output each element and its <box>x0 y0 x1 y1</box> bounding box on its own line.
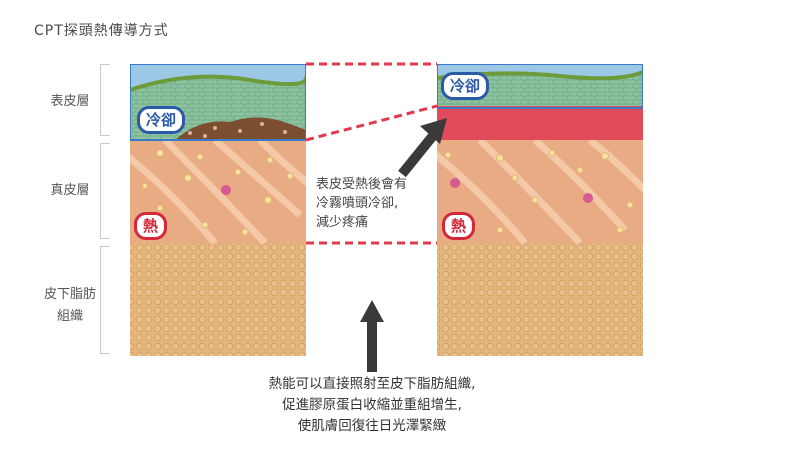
cooling-note-line1: 表皮受熱後會有 <box>316 177 408 192</box>
subcutaneous-label-line2: 組織 <box>56 309 83 324</box>
right-cool-badge: 冷卻 <box>441 72 490 100</box>
heat-caption-line1: 熱能可以直接照射至皮下脂肪組織, <box>268 376 476 392</box>
cooling-note-line2: 冷霧噴頭冷卻, <box>316 196 399 211</box>
diagonal-arrow-icon <box>398 118 447 178</box>
up-arrow-icon <box>360 300 384 372</box>
subcutaneous-bracket <box>100 246 110 354</box>
left-fat-layer <box>130 243 306 356</box>
right-fat-layer <box>437 243 643 356</box>
left-dermis-dots <box>142 149 294 236</box>
right-skin-block <box>437 64 643 356</box>
subcutaneous-label: 皮下脂肪 組織 <box>40 284 100 328</box>
left-heat-badge: 熱 <box>134 212 168 240</box>
heat-caption-line2: 促進膠原蛋白收縮並重組增生, <box>282 397 462 413</box>
right-heat-badge: 熱 <box>442 212 476 240</box>
heat-caption: 熱能可以直接照射至皮下脂肪組織, 促進膠原蛋白收縮並重組增生, 使肌膚回復往日光… <box>222 374 522 437</box>
heat-caption-line3: 使肌膚回復往日光澤緊緻 <box>297 418 447 434</box>
subcutaneous-label-line1: 皮下脂肪 <box>43 287 96 302</box>
right-dermis-dots <box>444 149 634 234</box>
page-title: CPT探頭熱傳導方式 <box>34 23 169 39</box>
dermis-label: 真皮層 <box>50 183 90 198</box>
dermis-bracket <box>100 143 110 239</box>
dashed-connectors <box>305 62 438 245</box>
cooling-note: 表皮受熱後會有 冷霧噴頭冷卻, 減少疼痛 <box>316 175 407 232</box>
epidermis-bracket <box>100 64 110 136</box>
left-cool-badge: 冷卻 <box>137 106 186 134</box>
right-heated-band <box>437 106 643 140</box>
cooling-note-line3: 減少疼痛 <box>316 215 369 230</box>
epidermis-label: 表皮層 <box>50 94 90 109</box>
